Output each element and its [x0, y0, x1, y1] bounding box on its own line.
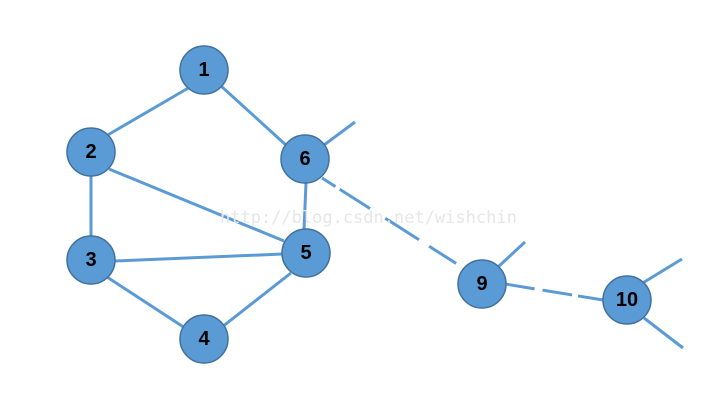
node-label: 3	[85, 249, 96, 271]
edge-1-2	[105, 85, 191, 138]
node-label: 5	[300, 242, 311, 264]
edge-6-stub	[323, 120, 356, 147]
edge-1-6	[219, 84, 289, 148]
edge-5-6	[302, 182, 308, 231]
node-2: 2	[66, 127, 116, 177]
node-3: 3	[66, 235, 116, 285]
node-label: 10	[616, 289, 638, 311]
node-6: 6	[280, 134, 330, 184]
node-10: 10	[602, 275, 652, 325]
node-4: 4	[179, 314, 229, 364]
edge-3-5	[114, 252, 284, 263]
node-1: 1	[179, 45, 229, 95]
node-label: 1	[198, 59, 209, 81]
nodes-layer: 1 2 3 4 5 6 9	[66, 45, 652, 364]
edge-2-5	[108, 167, 285, 243]
edge-6-9-dashed	[321, 176, 469, 273]
edge-3-4	[106, 275, 186, 330]
edge-9-stub	[496, 240, 527, 269]
edges-layer	[89, 84, 684, 350]
edge-10-stub-upper	[640, 257, 683, 286]
node-9: 9	[457, 259, 507, 309]
edge-9-10-dashed	[504, 282, 604, 302]
node-label: 6	[299, 148, 310, 170]
node-5: 5	[281, 228, 331, 278]
edge-4-5	[221, 271, 292, 329]
node-label: 4	[198, 328, 210, 350]
edge-10-stub-lower	[643, 316, 684, 350]
node-label: 9	[476, 273, 487, 295]
node-label: 2	[85, 141, 96, 163]
watermark-text: http://blog.csdn.net/wishchin	[220, 208, 517, 228]
